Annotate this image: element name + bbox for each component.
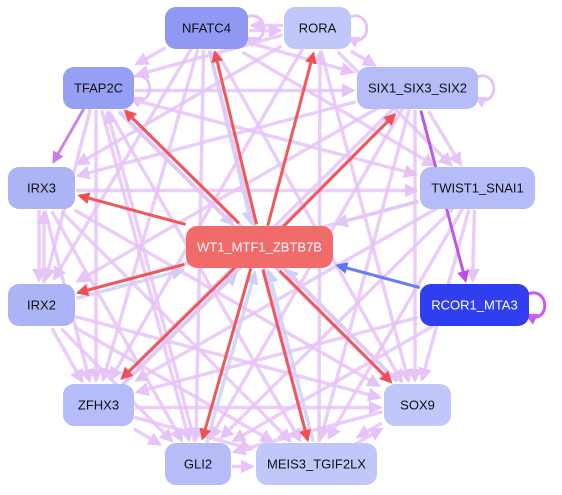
node-zfhx3[interactable]: ZFHX3 — [63, 384, 134, 426]
node-box — [420, 284, 529, 326]
edge-nfatc4-to-sox9 — [215, 50, 403, 384]
node-label: NFATC4 — [182, 21, 231, 36]
edge-tfap2c-to-irx3 — [52, 108, 86, 164]
edge-twist1-to-zfhx3 — [134, 206, 439, 382]
self-loop-layer — [129, 14, 547, 325]
node-rora[interactable]: RORA — [284, 7, 351, 49]
node-label: RORA — [299, 21, 337, 36]
node-rcor1[interactable]: RCOR1_MTA3 — [420, 284, 529, 326]
node-box — [284, 7, 351, 49]
self-loop-tfap2c — [129, 74, 152, 108]
edge-tfap2c-to-meis3 — [107, 110, 302, 443]
node-box — [165, 443, 231, 485]
edge-layer — [32, 18, 480, 474]
edge-wt1-to-irx3 — [77, 192, 187, 226]
node-label: SOX9 — [400, 398, 435, 413]
self-loop-rcor1 — [524, 291, 547, 325]
edge-wt1-to-gli2 — [199, 267, 253, 441]
node-box — [8, 167, 75, 209]
node-label: TWIST1_SNAI1 — [431, 181, 523, 196]
edge-gli2-to-tfap2c — [103, 109, 197, 442]
self-loop-nfatc4 — [243, 14, 266, 48]
node-six1[interactable]: SIX1_SIX3_SIX2 — [357, 67, 478, 109]
node-label: SIX1_SIX3_SIX2 — [368, 81, 467, 96]
edge-nfatc4-to-six1 — [247, 40, 356, 76]
edge-wt1-to-rora — [266, 51, 317, 227]
edge-tfap2c-to-twist1 — [133, 98, 419, 179]
self-loop-rora — [346, 14, 369, 48]
node-box — [357, 67, 478, 109]
edge-irx2-to-zfhx3 — [50, 327, 84, 384]
edge-meis3-to-sox9 — [354, 427, 384, 446]
edge-six1-to-irx3 — [75, 100, 356, 180]
edge-irx3-to-gli2 — [50, 210, 184, 443]
node-label: IRX3 — [27, 181, 56, 196]
edge-irx3-to-sox9 — [73, 208, 382, 388]
node-label: MEIS3_TGIF2LX — [267, 457, 366, 472]
node-box — [63, 384, 134, 426]
edge-wt1-to-tfap2c — [123, 109, 241, 225]
edge-nfatc4-to-twist1 — [241, 50, 437, 167]
edge-wt1-to-meis3 — [261, 269, 311, 442]
edge-twist1-to-rcor1 — [465, 209, 480, 283]
node-tfap2c[interactable]: TFAP2C — [63, 67, 134, 109]
node-nfatc4[interactable]: NFATC4 — [165, 7, 248, 49]
node-box — [63, 67, 134, 109]
node-box — [420, 167, 535, 209]
node-label: WT1_MTF1_ZBTB7B — [197, 240, 322, 255]
edge-six1-to-irx2 — [75, 106, 380, 283]
self-loop-six1 — [473, 74, 496, 108]
edge-six1-to-gli2 — [208, 107, 405, 441]
edge-wt1-to-six1 — [282, 113, 397, 228]
node-irx3[interactable]: IRX3 — [8, 167, 75, 209]
node-box — [186, 226, 333, 268]
edge-six1-to-twist1 — [427, 110, 462, 167]
edge-wt1-to-irx2 — [76, 262, 185, 296]
edge-zfhx3-to-gli2 — [132, 427, 163, 446]
node-sox9[interactable]: SOX9 — [384, 384, 451, 426]
edge-wt1-to-nfatc4 — [211, 50, 259, 225]
node-twist1[interactable]: TWIST1_SNAI1 — [420, 167, 535, 209]
node-label: RCOR1_MTA3 — [431, 298, 517, 313]
node-wt1[interactable]: WT1_MTF1_ZBTB7B — [186, 226, 333, 268]
node-label: ZFHX3 — [78, 398, 119, 413]
edge-rora-to-tfap2c — [134, 33, 283, 79]
node-label: TFAP2C — [74, 81, 123, 96]
edge-rora-to-zfhx3 — [109, 47, 305, 382]
node-irx2[interactable]: IRX2 — [8, 284, 75, 326]
edge-rcor1-to-zfhx3 — [134, 315, 419, 396]
edge-rcor1-to-gli2 — [231, 323, 436, 443]
edge-rcor1-to-wt1 — [335, 262, 421, 290]
node-box — [165, 7, 248, 49]
node-box — [384, 384, 451, 426]
edge-rora-to-six1 — [349, 49, 377, 67]
node-label: IRX2 — [27, 298, 56, 313]
node-meis3[interactable]: MEIS3_TGIF2LX — [256, 443, 377, 485]
edge-wt1-to-sox9 — [278, 269, 393, 384]
node-label: GLI2 — [184, 457, 212, 472]
edge-nfatc4-to-tfap2c — [134, 46, 167, 66]
node-box — [256, 443, 377, 485]
node-box — [8, 284, 75, 326]
edge-wt1-to-zfhx3 — [120, 266, 237, 380]
node-gli2[interactable]: GLI2 — [165, 443, 231, 485]
